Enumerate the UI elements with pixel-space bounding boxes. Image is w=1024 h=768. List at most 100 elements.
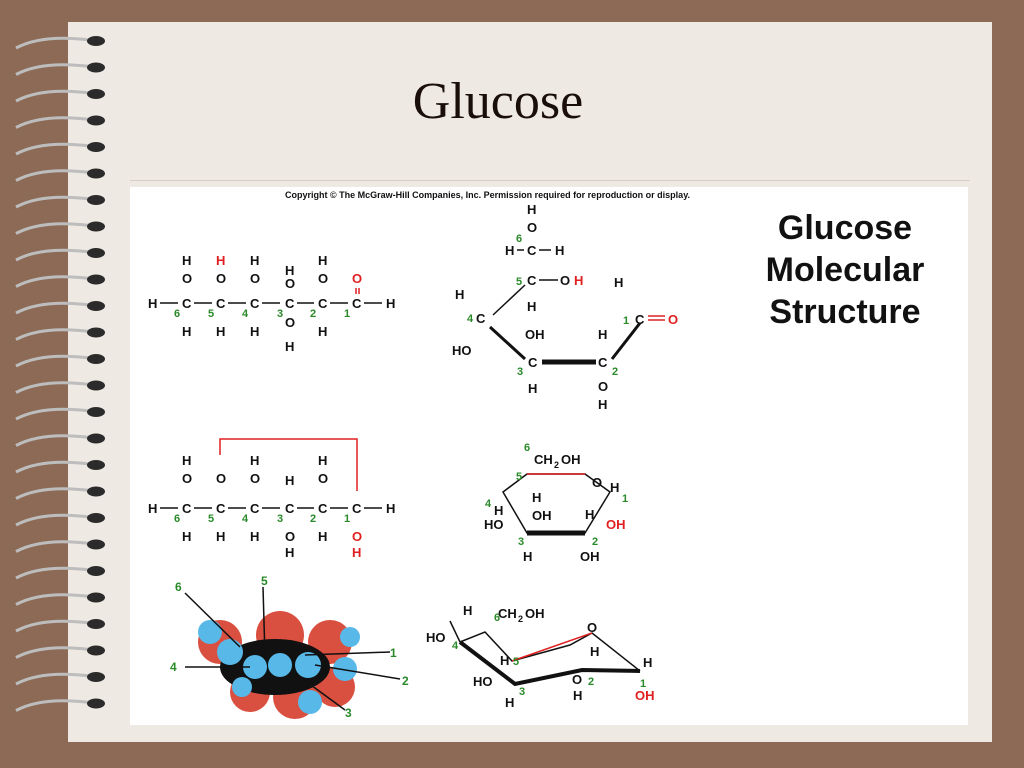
copyright-notice: Copyright © The McGraw-Hill Companies, I… [285, 190, 691, 200]
svg-text:O: O [285, 276, 295, 291]
svg-text:C: C [528, 355, 538, 370]
svg-text:1: 1 [622, 493, 628, 505]
binding-hole [87, 539, 105, 550]
svg-text:O: O [216, 271, 226, 286]
svg-text:C: C [527, 243, 537, 258]
svg-text:H: H [523, 549, 532, 564]
svg-text:C: C [285, 501, 295, 516]
svg-text:C: C [476, 311, 486, 326]
svg-text:O: O [352, 529, 362, 544]
binding-ring [15, 142, 91, 156]
svg-text:O: O [250, 271, 260, 286]
svg-text:C: C [318, 501, 328, 516]
svg-text:O: O [216, 471, 226, 486]
binding-hole [87, 89, 105, 99]
binding-hole [87, 301, 105, 311]
binding-ring [15, 195, 91, 209]
svg-text:H: H [182, 324, 191, 339]
svg-text:2: 2 [612, 366, 618, 378]
svg-text:H: H [250, 529, 259, 544]
svg-text:H: H [216, 529, 225, 544]
svg-text:5: 5 [513, 656, 519, 668]
svg-text:6: 6 [516, 233, 522, 245]
binding-hole [87, 221, 105, 232]
slide-title: Glucose [412, 73, 584, 130]
svg-text:H: H [386, 296, 395, 311]
svg-text:6: 6 [174, 308, 180, 320]
svg-text:4: 4 [485, 498, 492, 510]
binding-ring [15, 328, 91, 341]
svg-text:O: O [285, 529, 295, 544]
svg-text:HO: HO [484, 517, 504, 532]
svg-text:3: 3 [345, 706, 352, 720]
svg-text:3: 3 [519, 686, 525, 698]
svg-text:C: C [216, 296, 226, 311]
binding-hole [87, 327, 105, 338]
svg-text:O: O [182, 271, 192, 286]
svg-text:H: H [386, 501, 395, 516]
svg-text:H: H [285, 263, 294, 278]
title-divider [130, 180, 970, 181]
svg-text:H: H [250, 324, 259, 339]
svg-text:6: 6 [494, 612, 500, 624]
svg-text:O: O [560, 273, 570, 288]
svg-text:C: C [352, 501, 362, 516]
svg-text:O: O [527, 220, 537, 235]
binding-hole [87, 619, 105, 629]
binding-hole [87, 380, 105, 391]
binding-ring [15, 248, 91, 262]
svg-text:H: H [182, 529, 191, 544]
svg-text:H: H [500, 653, 509, 668]
svg-text:H: H [250, 253, 259, 268]
binding-ring [15, 566, 91, 580]
svg-text:OH: OH [532, 508, 552, 523]
svg-text:HO: HO [473, 674, 493, 689]
svg-text:O: O [182, 471, 192, 486]
svg-text:6: 6 [175, 580, 182, 594]
binding-hole [87, 433, 105, 444]
svg-text:4: 4 [242, 308, 249, 320]
binding-ring [15, 487, 91, 500]
svg-text:C: C [598, 355, 608, 370]
svg-text:C: C [182, 501, 192, 516]
svg-text:OH: OH [561, 452, 581, 467]
binding-hole [87, 115, 105, 126]
svg-text:O: O [250, 471, 260, 486]
svg-text:H: H [285, 339, 294, 354]
svg-text:OH: OH [635, 688, 655, 703]
binding-hole [87, 274, 105, 285]
binding-hole [87, 142, 105, 152]
glucose-figure: Copyright © The McGraw-Hill Companies, I… [130, 187, 968, 725]
svg-text:5: 5 [208, 513, 214, 525]
spiral-binding [15, 36, 105, 712]
binding-hole [87, 168, 105, 179]
svg-text:H: H [527, 202, 536, 217]
svg-text:C: C [285, 296, 295, 311]
svg-text:4: 4 [170, 660, 177, 674]
svg-text:C: C [182, 296, 192, 311]
binding-ring [15, 222, 91, 235]
svg-text:5: 5 [516, 276, 522, 288]
svg-text:2: 2 [310, 513, 316, 525]
svg-text:H: H [182, 453, 191, 468]
svg-text:H: H [250, 453, 259, 468]
svg-text:C: C [635, 312, 645, 327]
svg-text:O: O [572, 672, 582, 687]
binding-hole [87, 195, 105, 205]
binding-ring [15, 593, 91, 606]
binding-hole [87, 354, 105, 364]
binding-hole [87, 513, 105, 523]
svg-text:HO: HO [452, 343, 472, 358]
binding-ring [15, 540, 91, 553]
svg-text:H: H [318, 529, 327, 544]
svg-text:H: H [505, 695, 514, 710]
svg-text:H: H [585, 507, 594, 522]
binding-ring [15, 301, 91, 315]
svg-text:H: H [318, 253, 327, 268]
binding-ring [15, 354, 91, 368]
svg-text:H: H [590, 644, 599, 659]
svg-text:1: 1 [344, 308, 350, 320]
